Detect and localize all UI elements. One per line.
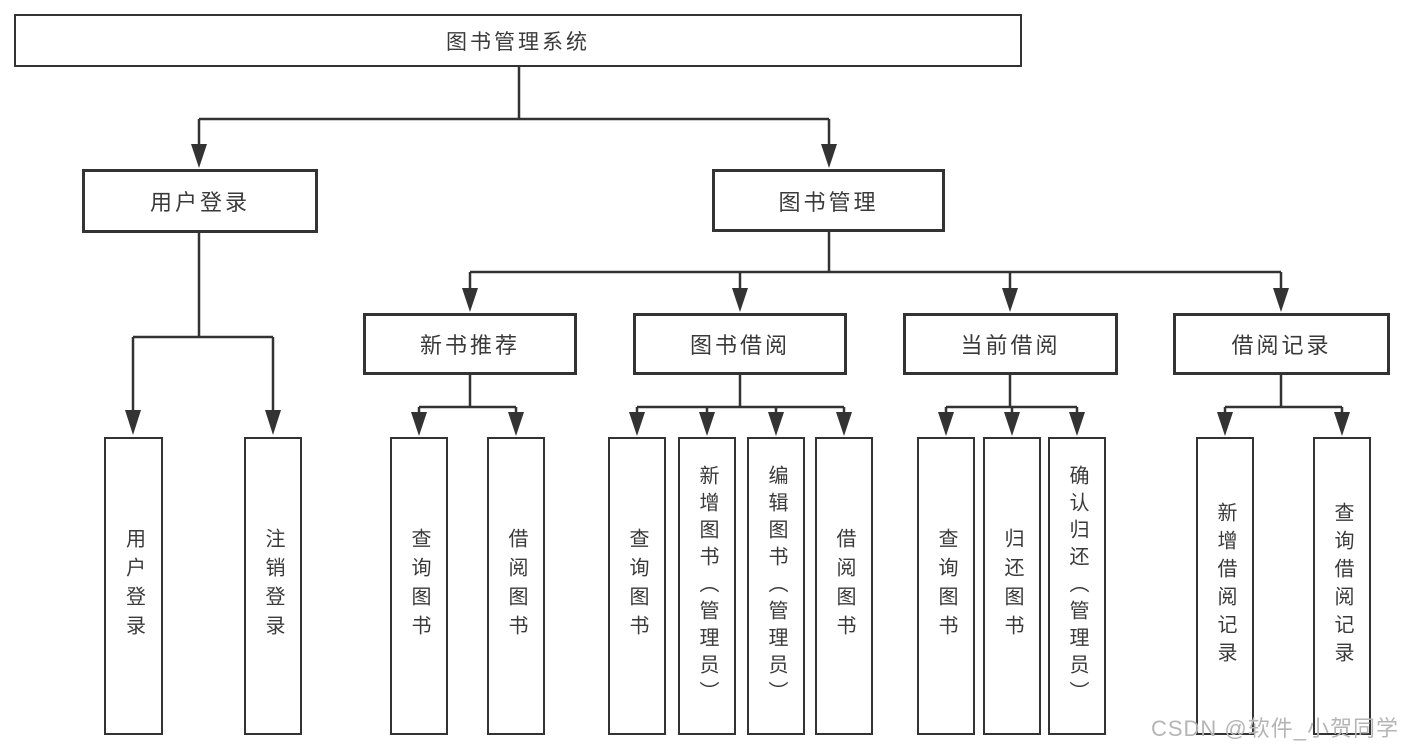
- leaf-recommend-query-book: 查询图书: [390, 437, 448, 735]
- leaf-recommend-borrow-book: 借阅图书: [487, 437, 545, 735]
- node-book-management-label: 图书管理: [778, 189, 879, 215]
- node-root-system: 图书管理系统: [14, 14, 1022, 67]
- node-book-borrow-label: 图书借阅: [689, 333, 790, 358]
- node-current-borrow: 当前借阅: [903, 313, 1118, 375]
- leaf-records-add-record-label: 新增借阅记录: [1214, 502, 1236, 670]
- leaf-borrow-query-book-label: 查询图书: [626, 528, 648, 644]
- leaf-user-login: 用户登录: [104, 437, 163, 735]
- node-current-borrow-label: 当前借阅: [960, 333, 1061, 358]
- leaf-records-add-record: 新增借阅记录: [1196, 437, 1254, 735]
- leaf-borrow-query-book: 查询图书: [608, 437, 666, 735]
- node-new-book-recommend: 新书推荐: [363, 313, 577, 375]
- node-new-book-recommend-label: 新书推荐: [419, 333, 520, 358]
- leaf-records-query-record: 查询借阅记录: [1313, 437, 1371, 735]
- leaf-current-return-book: 归还图书: [983, 437, 1041, 735]
- leaf-borrow-add-book-admin: 新增图书（管理员）: [678, 437, 736, 735]
- leaf-recommend-borrow-book-label: 借阅图书: [505, 528, 527, 644]
- node-book-borrow: 图书借阅: [633, 313, 847, 375]
- leaf-records-query-record-label: 查询借阅记录: [1331, 502, 1353, 670]
- leaf-user-logout-label: 注销登录: [262, 528, 284, 644]
- node-book-management: 图书管理: [712, 169, 945, 232]
- node-user-login-label: 用户登录: [149, 190, 250, 215]
- node-borrow-records: 借阅记录: [1173, 313, 1390, 375]
- leaf-current-confirm-return-admin-label: 确认归还（管理员）: [1066, 464, 1088, 708]
- leaf-user-login-label: 用户登录: [122, 528, 145, 644]
- node-user-login: 用户登录: [82, 169, 318, 233]
- leaf-borrow-borrow-book: 借阅图书: [815, 437, 873, 735]
- csdn-watermark: CSDN @软件_小贺同学: [1150, 716, 1399, 741]
- leaf-borrow-borrow-book-label: 借阅图书: [833, 528, 855, 644]
- leaf-current-query-book-label: 查询图书: [935, 528, 957, 644]
- leaf-user-logout: 注销登录: [244, 437, 302, 735]
- leaf-borrow-add-book-admin-label: 新增图书（管理员）: [696, 464, 718, 708]
- leaf-current-query-book: 查询图书: [917, 437, 975, 735]
- node-root-label: 图书管理系统: [446, 30, 590, 54]
- node-borrow-records-label: 借阅记录: [1231, 333, 1332, 358]
- leaf-borrow-edit-book-admin-label: 编辑图书（管理员）: [765, 464, 787, 708]
- leaf-current-return-book-label: 归还图书: [1001, 528, 1023, 644]
- leaf-borrow-edit-book-admin: 编辑图书（管理员）: [747, 437, 805, 735]
- leaf-current-confirm-return-admin: 确认归还（管理员）: [1048, 437, 1106, 735]
- leaf-recommend-query-book-label: 查询图书: [408, 528, 430, 644]
